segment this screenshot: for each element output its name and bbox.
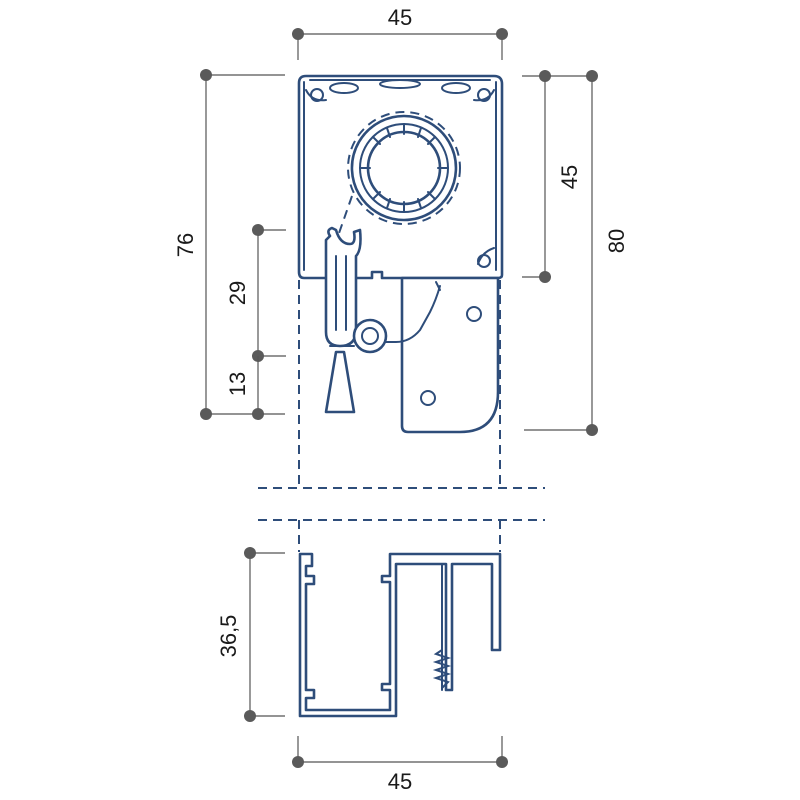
bottom-rail-profile xyxy=(298,552,502,718)
dimension-right-total-height: 80 xyxy=(524,70,629,436)
left-mid-height-label: 29 xyxy=(225,281,250,305)
dimension-left-mid-height: 29 xyxy=(225,224,286,362)
dimension-rail-height: 36,5 xyxy=(216,547,285,722)
screw-icon xyxy=(432,649,452,689)
dimension-top-width: 45 xyxy=(292,5,508,60)
left-total-height-label: 76 xyxy=(173,233,198,257)
dimension-left-total-height: 76 xyxy=(173,69,285,420)
right-box-height-label: 45 xyxy=(557,165,582,189)
right-total-height-label: 80 xyxy=(604,229,629,253)
dimension-left-small-height: 13 xyxy=(225,356,264,420)
dimension-bottom-width: 45 xyxy=(292,736,508,794)
side-plate xyxy=(381,276,500,434)
rail-height-label: 36,5 xyxy=(216,615,241,658)
roller-tube xyxy=(337,111,461,237)
left-small-height-label: 13 xyxy=(225,372,250,396)
guide-dashes xyxy=(258,280,545,552)
bottom-width-label: 45 xyxy=(388,769,412,794)
dimension-right-box-height: 45 xyxy=(522,70,592,283)
pull-bar xyxy=(324,226,388,414)
top-width-label: 45 xyxy=(388,5,412,30)
